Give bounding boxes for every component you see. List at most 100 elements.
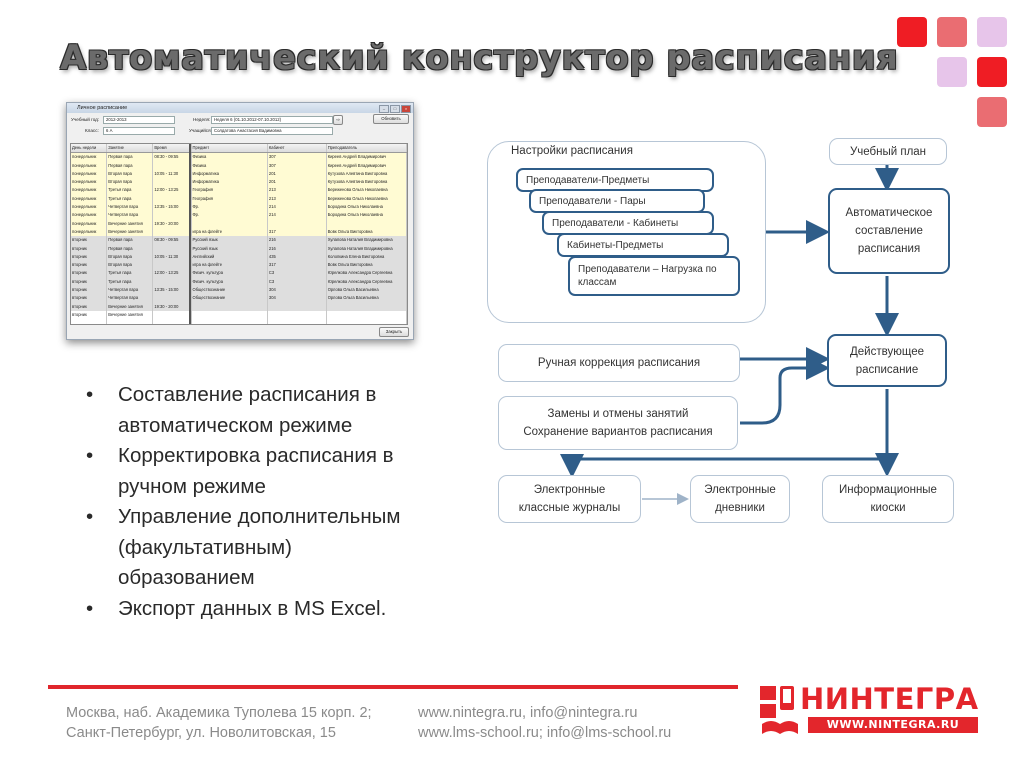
- year-select[interactable]: 2012-2013: [103, 116, 175, 124]
- list-item: •Составление расписания в автоматическом…: [86, 380, 426, 441]
- student-select[interactable]: Солдатова Анастасия Вадимовна: [211, 127, 333, 135]
- table-cell: [153, 194, 192, 204]
- table-cell: Вечерние занятия: [107, 227, 154, 237]
- table-cell: Обществознание: [192, 286, 268, 295]
- table-cell: Кутузова Алевтина Викторовна: [327, 169, 407, 179]
- window-titlebar: Личное расписание –□×: [67, 103, 413, 113]
- table-cell: Физич. культура: [192, 277, 268, 287]
- table-cell: Вторая пара: [107, 178, 154, 187]
- table-cell: понедельник: [71, 186, 108, 195]
- list-item: •Экспорт данных в MS Excel.: [86, 594, 426, 625]
- table-cell: Вечерние занятия: [107, 302, 154, 311]
- column-header[interactable]: Занятие: [107, 144, 154, 153]
- table-cell: понедельник: [71, 153, 108, 162]
- list-item: •Корректировка расписания в ручном режим…: [86, 441, 426, 502]
- table-cell: Четвертая пара: [107, 203, 154, 212]
- table-cell: вторник: [71, 310, 108, 320]
- column-header[interactable]: Предмет: [192, 144, 268, 153]
- arrow-current-to-journals: [560, 454, 887, 478]
- bullet-icon: •: [86, 596, 94, 620]
- table-cell: [268, 302, 327, 311]
- table-cell: Киреев Андрей Владимирович: [327, 153, 407, 162]
- close-button[interactable]: Закрыть: [379, 327, 409, 337]
- table-cell: Третья пара: [107, 186, 154, 195]
- deco-square: [937, 17, 967, 47]
- table-cell: 213: [268, 186, 327, 195]
- table-cell: [192, 319, 268, 324]
- table-cell: Третья пара: [107, 277, 154, 287]
- table-cell: [153, 319, 192, 324]
- table-cell: [153, 178, 192, 187]
- class-select[interactable]: 6 А: [103, 127, 175, 135]
- column-header[interactable]: День недели: [71, 144, 108, 153]
- table-cell: [71, 319, 108, 324]
- table-cell: 216: [268, 236, 327, 245]
- table-cell: Колопкина Елена Викторовна: [327, 252, 407, 262]
- table-cell: [153, 294, 192, 303]
- refresh-button[interactable]: Обновить: [373, 114, 409, 124]
- table-cell: Физич. культура: [192, 269, 268, 278]
- table-cell: 12:00 - 13:25: [153, 269, 192, 278]
- table-cell: Фр.: [192, 211, 268, 220]
- table-cell: вторник: [71, 244, 108, 253]
- table-cell: Информатика: [192, 178, 268, 187]
- table-cell: Первая пара: [107, 236, 154, 245]
- maximize-icon[interactable]: □: [390, 105, 400, 113]
- table-cell: игра на флейте: [192, 261, 268, 270]
- table-cell: Береженова Ольга Николаевна: [327, 194, 407, 204]
- table-cell: [327, 302, 407, 311]
- settings-item: Кабинеты-Предметы: [557, 233, 729, 257]
- replacements-box: Замены и отмены занятий Сохранение вариа…: [498, 396, 738, 450]
- column-header[interactable]: Время: [153, 144, 192, 153]
- table-cell: [153, 310, 192, 320]
- table-cell: География: [192, 194, 268, 204]
- table-cell: [268, 219, 327, 228]
- close-icon[interactable]: ×: [401, 105, 411, 113]
- table-cell: [153, 261, 192, 270]
- minimize-icon[interactable]: –: [379, 105, 389, 113]
- column-header[interactable]: Кабинет: [268, 144, 327, 153]
- settings-item: Преподаватели - Пары: [529, 189, 705, 213]
- table-cell: 304: [268, 294, 327, 303]
- table-cell: 216: [268, 244, 327, 253]
- table-cell: [268, 319, 327, 324]
- table-cell: 10:05 - 11:30: [153, 169, 192, 179]
- week-next-button[interactable]: ⇨: [333, 115, 343, 125]
- list-item: •Управление дополнительным (факультативн…: [86, 502, 426, 594]
- table-cell: 214: [268, 211, 327, 220]
- table-cell: 13:35 - 15:00: [153, 203, 192, 212]
- week-select[interactable]: Неделя 6 (01.10.2012-07.10.2012): [211, 116, 333, 124]
- table-cell: Вечерние занятия: [107, 219, 154, 228]
- table-cell: вторник: [71, 294, 108, 303]
- window-title: Личное расписание: [77, 105, 128, 111]
- table-cell: Фр.: [192, 203, 268, 212]
- list-item-text: Составление расписания в автоматическом …: [118, 383, 377, 437]
- table-cell: игра на флейте: [192, 227, 268, 237]
- table-cell: 19:30 - 20:00: [153, 302, 192, 311]
- table-row[interactable]: [71, 319, 407, 324]
- column-header[interactable]: Преподаватель: [327, 144, 407, 153]
- table-cell: 13:35 - 15:00: [153, 286, 192, 295]
- schedule-app-window: Личное расписание –□× Учебный год: 2012-…: [66, 102, 414, 340]
